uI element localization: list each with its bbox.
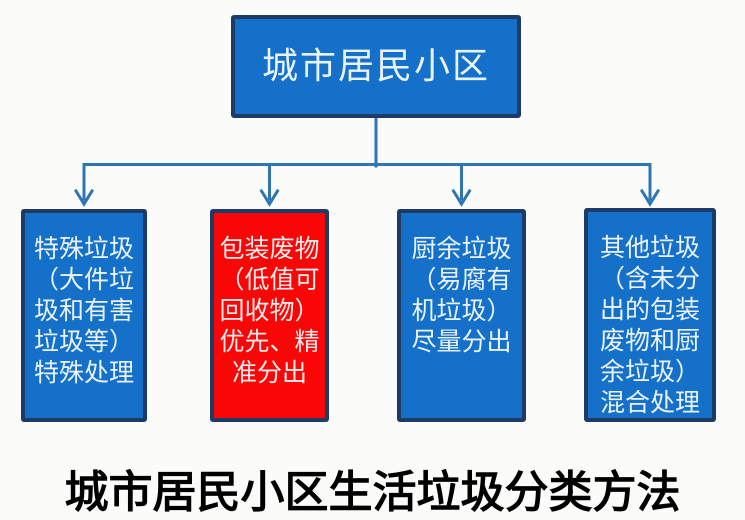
arrow-down-icon (73, 188, 95, 207)
node-other-waste: 其他垃圾 （含未分 出的包装 废物和厨 余垃圾） 混合处理 (584, 208, 716, 422)
node-packaging-waste-highlighted: 包装废物 （低值可 回收物） 优先、精 准分出 (210, 209, 329, 422)
node-special-waste: 特殊垃圾 （大件垃 圾和有害 垃圾等） 特殊处理 (21, 209, 147, 422)
arrow-down-icon (451, 188, 472, 207)
arrow-down-icon (259, 188, 280, 207)
diagram-caption: 城市居民小区生活垃圾分类方法 (64, 468, 681, 517)
node-kitchen-waste: 厨余垃圾 （易腐有 机垃圾） 尽量分出 (397, 209, 526, 422)
connector-group (73, 116, 661, 207)
node-urban-residential-community: 城市居民小区 (231, 15, 521, 118)
arrow-down-icon (639, 188, 661, 207)
